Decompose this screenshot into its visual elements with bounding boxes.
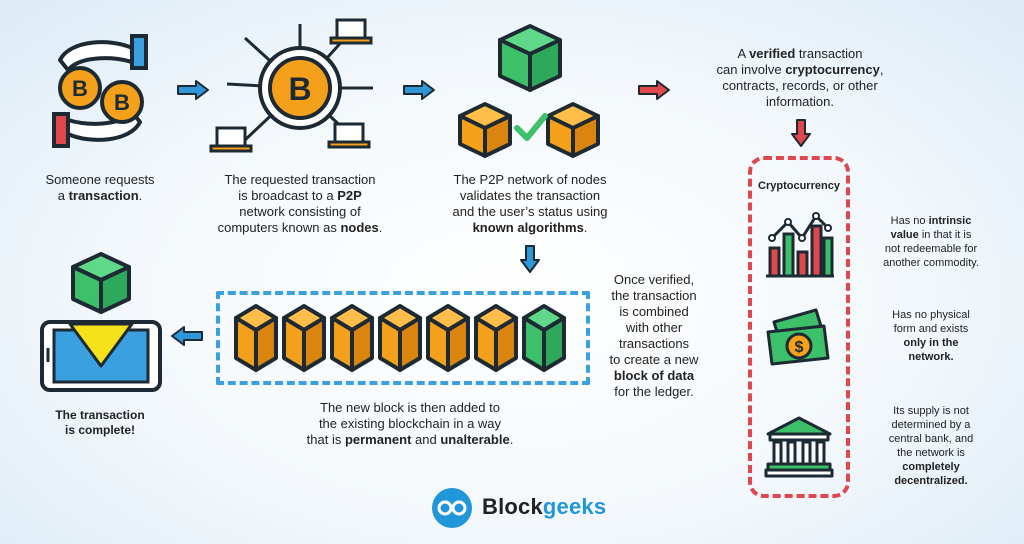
request-caption: Someone requests a transaction. xyxy=(45,172,155,203)
svg-text:B: B xyxy=(288,71,311,107)
arrow-right-red-icon xyxy=(638,80,670,100)
chain-block-cube xyxy=(474,304,518,372)
added-caption: The new block is then added to the exist… xyxy=(306,400,514,447)
chain-block-cube xyxy=(378,304,422,372)
crypto-fact-intrinsic: Has no intrinsic value in that it is not… xyxy=(883,215,979,269)
phone-block-icon xyxy=(40,252,162,392)
broadcast-caption: The requested transaction is broadcast t… xyxy=(217,172,383,235)
chain-block-cube xyxy=(330,304,374,372)
cryptocurrency-title: Cryptocurrency xyxy=(758,180,840,192)
chain-block-cube xyxy=(426,304,470,372)
chain-block-cube xyxy=(234,304,278,372)
nodes-cubes-icon xyxy=(458,24,600,158)
new-block-cube xyxy=(522,304,566,372)
stock-chart-icon xyxy=(766,212,834,278)
hands-coins-icon: B B xyxy=(52,34,148,148)
bank-icon xyxy=(764,416,834,478)
blockgeeks-logo-icon xyxy=(432,488,472,528)
arrow-right-icon xyxy=(177,80,209,100)
cryptocurrency-frame xyxy=(748,156,850,498)
arrow-right-icon xyxy=(403,80,435,100)
arrow-down-icon xyxy=(520,245,540,273)
money-icon: $ xyxy=(766,308,830,366)
svg-text:B: B xyxy=(114,90,130,115)
svg-text:$: $ xyxy=(795,339,804,356)
combine-caption: Once verified, the transaction is combin… xyxy=(609,272,699,399)
validate-caption: The P2P network of nodes validates the t… xyxy=(452,172,608,235)
arrow-left-icon xyxy=(171,326,203,346)
blockgeeks-logo-text: Blockgeeks xyxy=(482,494,607,519)
svg-text:B: B xyxy=(72,76,88,101)
new-block-frame xyxy=(216,291,590,385)
blockchain-icon xyxy=(234,304,566,372)
crypto-fact-supply: Its supply is not determined by a centra… xyxy=(888,405,974,487)
bitcoin-network-icon: B xyxy=(209,18,373,153)
crypto-fact-physical: Has no physical form and exists only in … xyxy=(892,309,970,363)
chain-block-cube xyxy=(282,304,326,372)
complete-caption: The transaction is complete! xyxy=(55,408,145,437)
verified-caption: A verified transaction can involve crypt… xyxy=(716,46,884,109)
arrow-down-red-icon xyxy=(791,119,811,147)
